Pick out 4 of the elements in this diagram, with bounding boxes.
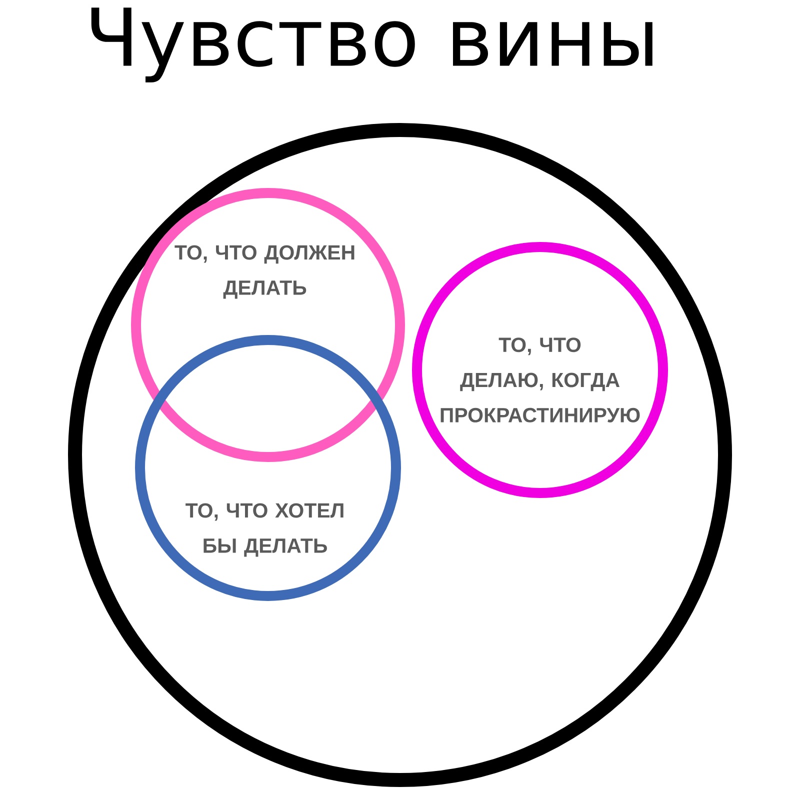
circle-label: ТО, ЧТО ДОЛЖЕН ДЕЛАТЬ: [174, 245, 354, 299]
circle-label: ТО, ЧТО ДЕЛАЮ, КОГДА ПРОКРАСТИНИРУЮ: [440, 338, 640, 422]
circle-label: ТО, ЧТО ХОТЕЛ БЫ ДЕЛАТЬ: [186, 503, 344, 557]
title: Чувство вины: [91, 8, 652, 82]
